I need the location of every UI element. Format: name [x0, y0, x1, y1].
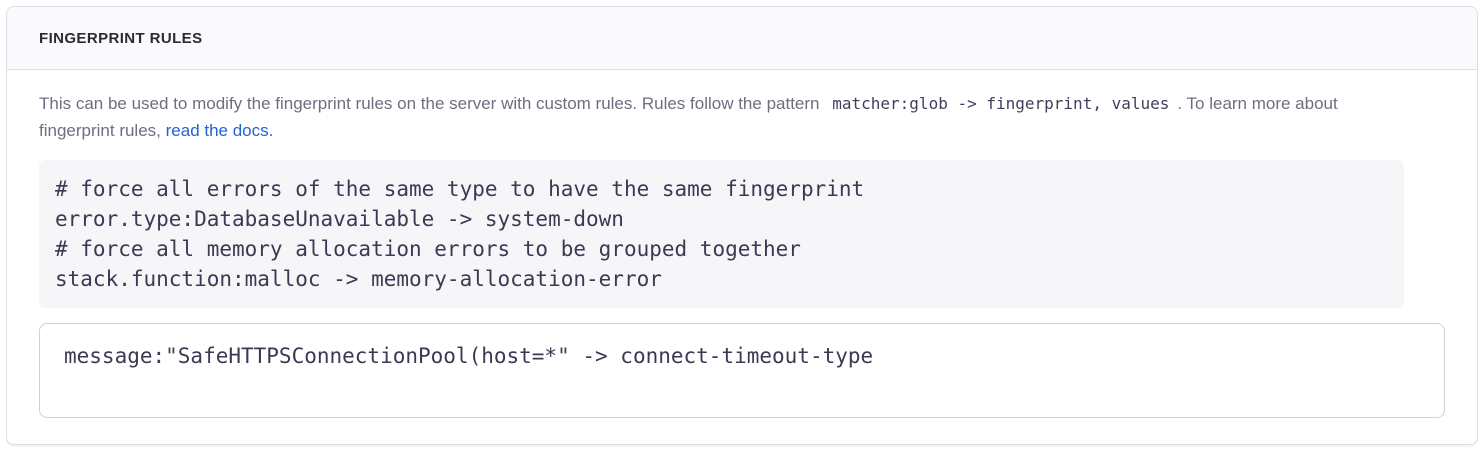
help-text-before-code: This can be used to modify the fingerpri… [39, 94, 820, 113]
panel-header: FINGERPRINT RULES [7, 7, 1477, 70]
panel-body: This can be used to modify the fingerpri… [7, 70, 1477, 444]
panel-title: FINGERPRINT RULES [39, 29, 203, 47]
example-rules-code-block: # force all errors of the same type to h… [39, 160, 1404, 308]
fingerprint-rules-textarea[interactable]: message:"SafeHTTPSConnectionPool(host=*"… [39, 323, 1445, 418]
read-the-docs-link[interactable]: read the docs. [165, 121, 274, 140]
pattern-inline-code: matcher:glob -> fingerprint, values [832, 94, 1170, 113]
help-text-after-code: . To learn more about fingerprint rules, [39, 94, 1338, 140]
fingerprint-rules-panel: FINGERPRINT RULES This can be used to mo… [6, 6, 1478, 445]
help-text: This can be used to modify the fingerpri… [39, 90, 1339, 144]
